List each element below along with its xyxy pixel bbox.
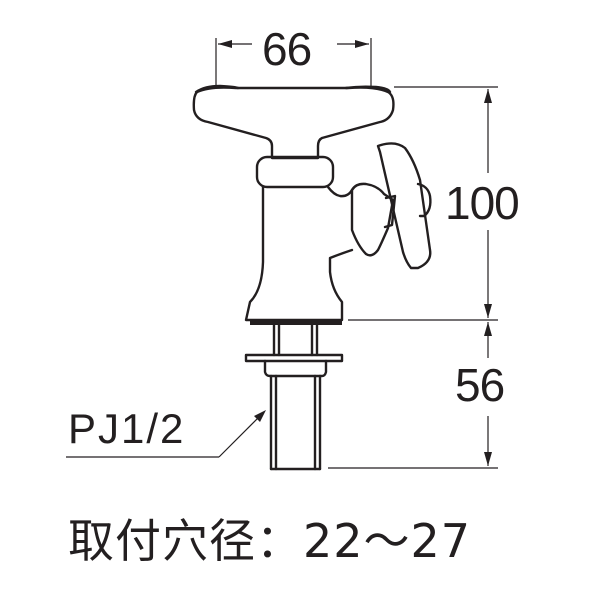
collar-ring <box>255 155 335 189</box>
valve-body <box>244 185 354 322</box>
arrowhead-56-bottom <box>484 452 492 466</box>
base-band <box>250 320 342 325</box>
dimension-label-56: 56 <box>455 359 505 411</box>
arrowhead-100-bottom <box>484 304 492 318</box>
pj-leader-line <box>66 411 265 458</box>
arrowhead-56-top <box>484 322 492 336</box>
dimension-100-lines <box>348 86 498 321</box>
threaded-shank <box>244 323 344 471</box>
dimension-label-100: 100 <box>445 177 520 229</box>
arrowhead-66-right <box>355 40 369 48</box>
thread-spec-label: PJ1/2 <box>68 405 186 452</box>
arrowhead-pj <box>254 410 266 422</box>
cross-handle <box>192 84 395 160</box>
mounting-hole-caption: 取付穴径：22～27 <box>68 514 472 568</box>
arrowhead-66-left <box>218 40 232 48</box>
dimension-label-66: 66 <box>262 23 312 75</box>
arrowhead-100-top <box>484 89 492 103</box>
wheel-handle <box>376 142 432 270</box>
spout-connector <box>350 182 397 257</box>
